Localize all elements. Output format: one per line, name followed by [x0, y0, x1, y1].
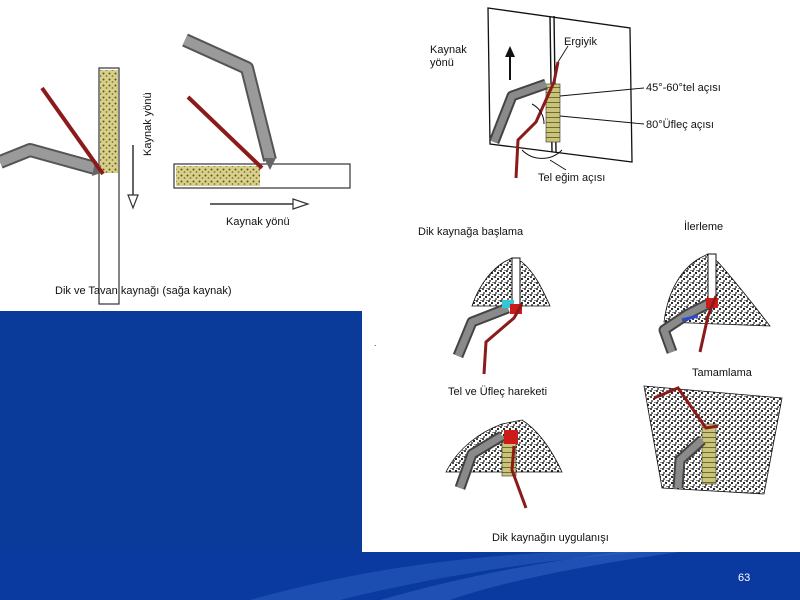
torch-angle-label: 80°Üfleç açısı	[646, 119, 714, 131]
right-arrow	[210, 198, 310, 210]
finish-label: Tamamlama	[692, 367, 752, 379]
vertical-direction-label: Kaynak yönü	[142, 92, 154, 156]
vertical-plate	[98, 67, 120, 305]
footer-swoosh	[250, 552, 680, 600]
horizontal-direction-label: Kaynak yönü	[226, 216, 290, 228]
direction-label-line2: yönü	[430, 57, 454, 69]
top-plate-figure	[487, 7, 645, 179]
left-figure-panel: Kaynak yönü Kaynak yönü Dik ve Tavan kay…	[0, 0, 362, 311]
down-arrow	[127, 145, 139, 210]
page-number: 63	[738, 572, 751, 584]
stray-mark: .	[374, 338, 377, 348]
molten-pool-label: Ergiyik	[564, 36, 598, 48]
left-caption: Dik ve Tavan kaynağı (sağa kaynak)	[55, 285, 232, 297]
direction-label-line1: Kaynak	[430, 44, 467, 56]
finish-figure	[643, 385, 783, 495]
progress-label: İlerleme	[684, 221, 724, 233]
right-figure-panel: . Kaynak yönü Ergiyik 45°-60°tel açısı 8…	[362, 0, 800, 552]
motion-figure	[445, 419, 563, 509]
vertical-weld-application-illustration: .	[374, 7, 783, 509]
wire-angle-label: 45°-60°tel açısı	[646, 82, 721, 94]
start-label: Dik kaynağa başlama	[418, 226, 524, 238]
progress-figure	[658, 253, 771, 354]
right-caption: Dik kaynağın uygulanışı	[492, 532, 609, 544]
footer-bar	[0, 552, 800, 600]
vertical-overhead-weld-illustration	[0, 33, 351, 305]
filler-wire-right	[186, 95, 264, 170]
wire-tilt-label: Tel eğim açısı	[538, 172, 606, 184]
motion-label: Tel ve Üfleç hareketi	[448, 386, 548, 398]
filler-wire-left	[40, 86, 105, 176]
torch-right	[182, 33, 277, 170]
start-figure	[452, 257, 551, 375]
